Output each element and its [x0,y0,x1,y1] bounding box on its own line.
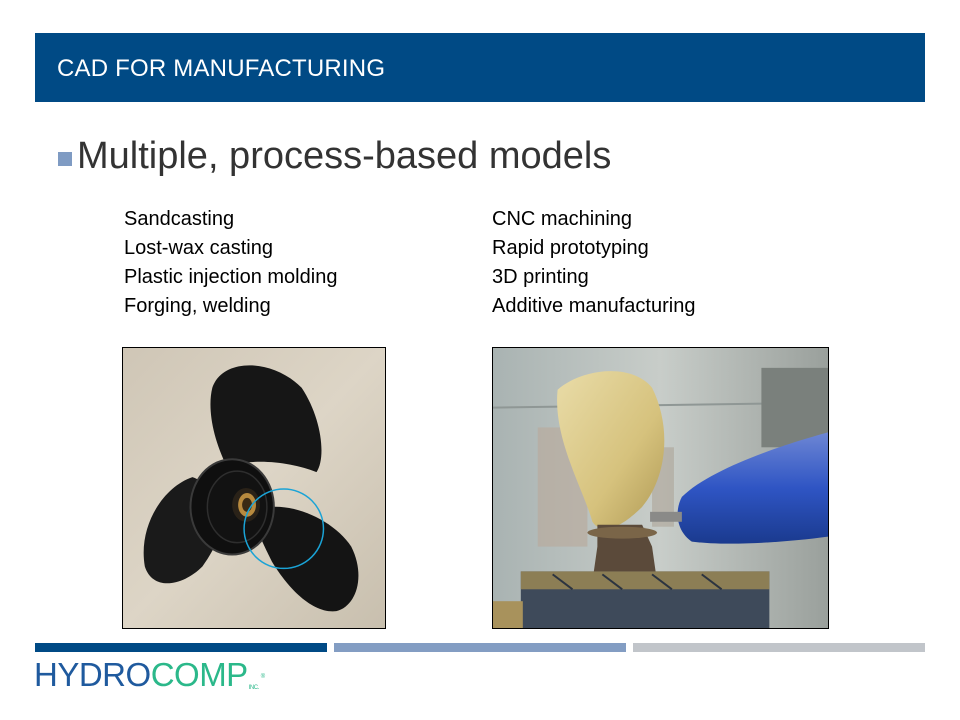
list-item: Rapid prototyping [492,237,649,259]
slide-title: CAD FOR MANUFACTURING [57,55,386,82]
logo-comp-text: COMP [150,656,249,693]
cnc-image [493,348,828,628]
list-item: 3D printing [492,266,589,288]
list-item: Forging, welding [124,295,271,317]
casting-process-list: Sandcasting Lost-wax casting Plastic inj… [124,205,337,321]
logo-hydro-text: HYDRO [34,656,151,693]
list-item: Additive manufacturing [492,295,696,317]
slide-header: CAD FOR MANUFACTURING [35,33,925,102]
list-item: CNC machining [492,208,633,230]
machining-process-list: CNC machining Rapid prototyping 3D print… [492,205,695,321]
cnc-machining-photo [492,347,829,629]
propeller-image [123,348,385,628]
footer-bar-dark [35,643,327,652]
registered-icon: ® [260,674,265,680]
list-item: Plastic injection molding [124,266,338,288]
logo-inc-text: INC. [248,685,260,691]
main-bullet: Multiple, process-based models [58,135,611,178]
bullet-text: Multiple, process-based models [77,135,612,177]
black-propeller-photo [122,347,386,629]
bullet-square-icon [58,151,72,166]
footer-bar-medium [334,643,626,652]
list-item: Lost-wax casting [124,237,273,259]
footer-bar-light [633,643,925,652]
list-item: Sandcasting [124,208,235,230]
